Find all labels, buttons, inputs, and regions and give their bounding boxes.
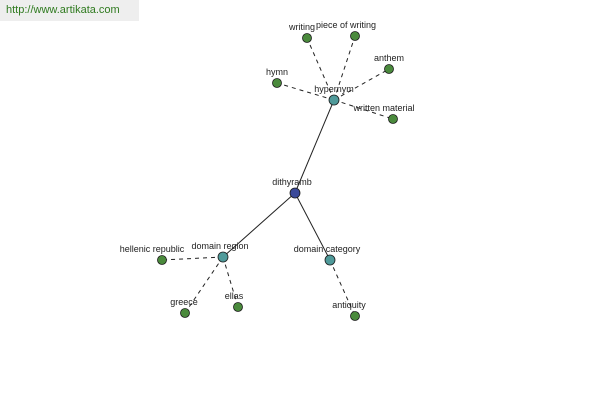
node-anthem[interactable] — [384, 64, 394, 74]
node-hypernym[interactable] — [328, 94, 340, 106]
node-written-material[interactable] — [388, 114, 398, 124]
node-greece[interactable] — [180, 308, 190, 318]
node-hellenic-republic[interactable] — [157, 255, 167, 265]
node-dithyramb[interactable] — [289, 187, 301, 199]
node-label-hymn[interactable]: hymn — [266, 67, 288, 77]
node-domain-region[interactable] — [217, 251, 229, 263]
node-label-written-material[interactable]: written material — [352, 103, 414, 113]
edge-hypernym-to-hymn — [276, 82, 335, 101]
edge-domain-region-to-greece — [184, 256, 224, 314]
edge-dithyramb-to-domain-category — [294, 192, 331, 261]
node-label-hypernym[interactable]: hypernym — [314, 84, 354, 94]
node-domain-category[interactable] — [324, 254, 336, 266]
edge-domain-region-to-ellas — [222, 256, 239, 308]
node-writing[interactable] — [302, 33, 312, 43]
edge-dithyramb-to-hypernym — [294, 99, 335, 194]
node-hymn[interactable] — [272, 78, 282, 88]
node-label-dithyramb[interactable]: dithyramb — [272, 177, 312, 187]
edge-hypernym-to-anthem — [333, 68, 390, 101]
edge-domain-region-to-hellenic-republic — [161, 256, 224, 261]
node-ellas[interactable] — [233, 302, 243, 312]
node-label-antiquity[interactable]: antiquity — [332, 300, 366, 310]
edge-dithyramb-to-domain-region — [222, 192, 296, 258]
node-label-writing[interactable]: writing — [288, 22, 315, 32]
edge-layer — [161, 35, 394, 317]
node-label-domain-category[interactable]: domain category — [294, 244, 361, 254]
node-label-hellenic-republic[interactable]: hellenic republic — [120, 244, 185, 254]
edge-hypernym-to-writing — [306, 37, 335, 101]
node-piece-of-writing[interactable] — [350, 31, 360, 41]
watermark-url[interactable]: http://www.artikata.com — [0, 0, 139, 21]
label-layer: dithyramb hypernym domain region domain cat… — [120, 20, 415, 310]
edge-hypernym-to-piece-of-writing — [333, 35, 356, 101]
node-label-greece[interactable]: greece — [170, 297, 198, 307]
node-layer — [157, 31, 398, 321]
node-label-ellas[interactable]: ellas — [225, 291, 244, 301]
node-antiquity[interactable] — [350, 311, 360, 321]
edge-hypernym-to-written-material — [333, 99, 394, 120]
node-label-piece-of-writing[interactable]: piece of writing — [316, 20, 376, 30]
edge-domain-category-to-antiquity — [329, 259, 356, 317]
node-label-anthem[interactable]: anthem — [374, 53, 404, 63]
node-label-domain-region[interactable]: domain region — [191, 241, 248, 251]
